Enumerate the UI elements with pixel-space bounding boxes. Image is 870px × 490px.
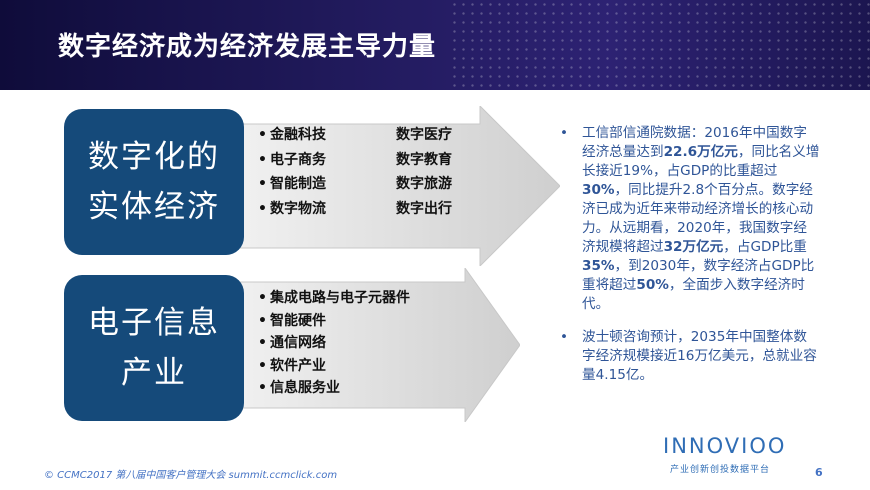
note-paragraph: • 工信部信通院数据：2016年中国数字经济总量达到22.6万亿元，同比名义增长… <box>560 124 820 314</box>
list-item: •智能硬件 <box>258 310 410 333</box>
section1-item-list: •金融科技 数字医疗 •电子商务 数字教育 •智能制造 数字旅游 •数字物流 数… <box>258 123 452 221</box>
note-highlight: 32万亿元 <box>663 239 724 255</box>
note-highlight: 50% <box>636 277 669 293</box>
note-highlight: 35% <box>582 258 615 274</box>
item-label: 数字物流 <box>270 200 326 217</box>
item-label: 软件产业 <box>270 357 326 374</box>
item-label: 智能制造 <box>270 176 326 193</box>
note-segment: ，同比提升2.8个百分点。数字经济已成为近年来带动经济增长的核心动力。从远期看，… <box>582 182 814 255</box>
page-title: 数字经济成为经济发展主导力量 <box>58 32 437 62</box>
item-label: 智能硬件 <box>270 312 326 329</box>
item-label: 数字旅游 <box>396 176 452 193</box>
note-segment: 波士顿咨询预计，2035年中国整体数字经济规模接近16万亿美元，总就业容量4.1… <box>582 329 817 383</box>
section2-box-line: 电子信息 <box>88 305 220 341</box>
list-item: •信息服务业 <box>258 377 410 400</box>
item-label: 金融科技 <box>270 127 326 143</box>
bullet-icon: • <box>560 329 569 345</box>
section2-box-line: 产业 <box>121 355 187 391</box>
innovioo-logo: INNOVIOO <box>663 434 787 458</box>
list-item: •智能制造 数字旅游 <box>258 172 452 197</box>
header-dot-pattern <box>450 0 870 90</box>
note-paragraph: • 波士顿咨询预计，2035年中国整体数字经济规模接近16万亿美元，总就业容量4… <box>560 328 820 385</box>
item-label: 数字医疗 <box>396 127 452 143</box>
list-item: •金融科技 数字医疗 <box>258 123 452 148</box>
item-label: 通信网络 <box>270 335 326 351</box>
logo-subtitle: 产业创新创投数据平台 <box>670 465 771 475</box>
note-text: 工信部信通院数据：2016年中国数字经济总量达到22.6万亿元，同比名义增长接近… <box>582 124 820 314</box>
note-segment: ，同比名义增长接近19%，占GDP的比重超过 <box>582 144 820 179</box>
list-item: •集成电路与电子元器件 <box>258 287 410 310</box>
list-item: •数字物流 数字出行 <box>258 197 452 222</box>
list-item: •通信网络 <box>258 332 410 355</box>
note-segment: 工信部信通院数据：2016年中国数字经济总量达到 <box>582 125 807 160</box>
section1-arrow <box>225 106 560 266</box>
list-item: •电子商务 数字教育 <box>258 148 452 173</box>
note-segment: ，全面步入数字经济时代。 <box>582 277 805 312</box>
note-text: 波士顿咨询预计，2035年中国整体数字经济规模接近16万亿美元，总就业容量4.1… <box>582 328 820 385</box>
page-number: 6 <box>815 466 823 479</box>
note-highlight: 30% <box>582 182 615 198</box>
item-label: 信息服务业 <box>270 380 340 396</box>
section1-box-line: 数字化的 <box>88 139 220 175</box>
item-label: 集成电路与电子元器件 <box>270 290 410 306</box>
section2-arrow <box>225 268 520 422</box>
note-highlight: 22.6万亿元 <box>663 144 738 160</box>
note-segment: ，占GDP比重 <box>723 239 807 255</box>
section1-category-box: 数字化的 实体经济 <box>64 109 244 255</box>
header-banner: 数字经济成为经济发展主导力量 <box>0 0 870 90</box>
note-segment: ，到2030年，数字经济占GDP比重将超过 <box>582 258 815 293</box>
section2-category-box: 电子信息 产业 <box>64 275 244 421</box>
section1-box-line: 实体经济 <box>88 189 220 225</box>
section2-item-list: •集成电路与电子元器件 •智能硬件 •通信网络 •软件产业 •信息服务业 <box>258 287 410 400</box>
bullet-icon: • <box>560 125 569 141</box>
item-label: 数字出行 <box>396 200 452 217</box>
footer-copyright: © CCMC2017 第八届中国客户管理大会 summit.ccmclick.c… <box>44 470 338 481</box>
notes-panel: • 工信部信通院数据：2016年中国数字经济总量达到22.6万亿元，同比名义增长… <box>560 124 820 399</box>
item-label: 数字教育 <box>396 151 452 168</box>
list-item: •软件产业 <box>258 355 410 378</box>
item-label: 电子商务 <box>270 151 326 168</box>
